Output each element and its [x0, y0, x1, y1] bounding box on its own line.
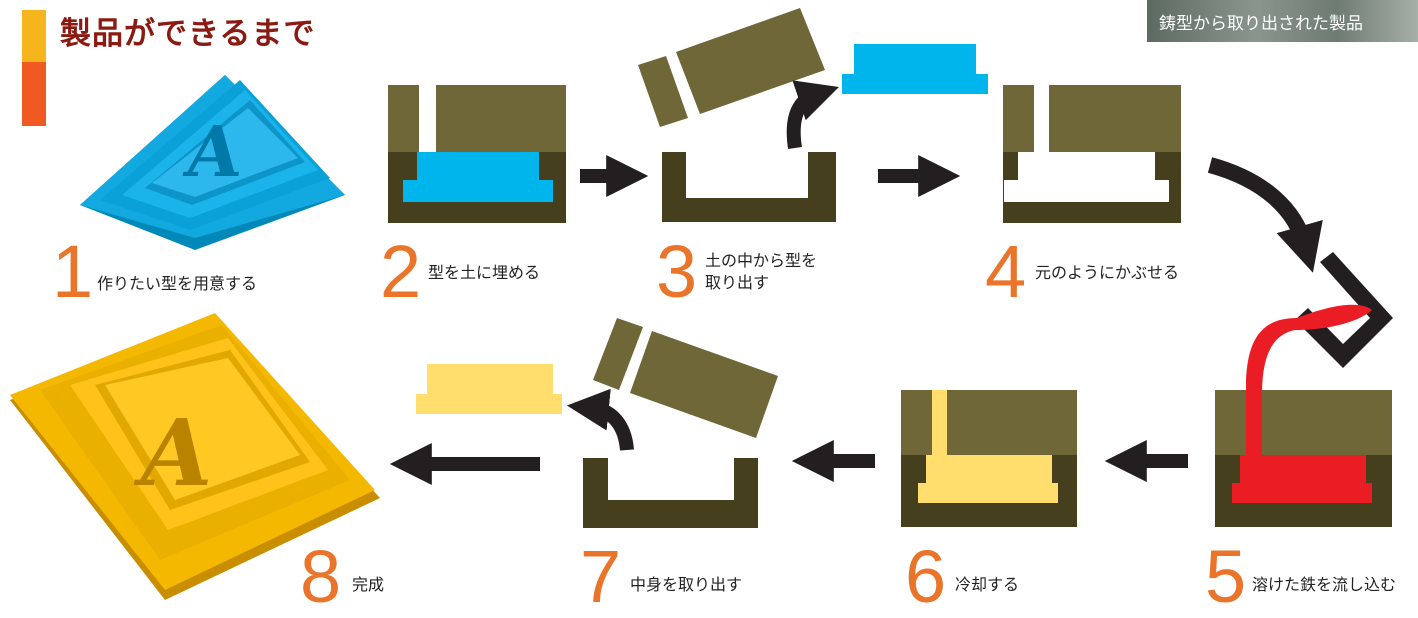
step7-open-mold	[566, 318, 778, 528]
title-accent-bar-orange	[22, 62, 46, 126]
step7-removed-product	[416, 364, 562, 414]
step8-yellow-product: A	[10, 313, 380, 600]
step-number-8: 8	[300, 535, 342, 618]
step-number-4: 4	[985, 230, 1027, 313]
step-label-4: 元のようにかぶせる	[1035, 263, 1180, 282]
step-label-5: 溶けた鉄を流し込む	[1252, 575, 1397, 594]
photo-caption: 鋳型から取り出された製品	[1159, 14, 1363, 34]
title-accent-bar-yellow	[22, 10, 46, 62]
step1-blue-pattern: A	[80, 75, 345, 250]
arrow-4-to-5	[1207, 157, 1323, 273]
step-number-3: 3	[656, 230, 698, 313]
step-label-6: 冷却する	[955, 575, 1020, 594]
step6-cooling-mold	[901, 390, 1077, 527]
step-label-1: 作りたい型を用意する	[97, 274, 258, 293]
page-title: 製品ができるまで	[60, 16, 316, 52]
step5-pouring	[1215, 252, 1393, 527]
product-photo-thumbnail[interactable]	[1147, 0, 1418, 42]
step-number-5: 5	[1205, 535, 1247, 618]
step2-mold-with-pattern	[388, 85, 566, 223]
step3-lifted-lid	[638, 8, 839, 222]
step-number-7: 7	[580, 535, 622, 618]
step-label-7: 中身を取り出す	[630, 575, 743, 594]
step-label-2: 型を土に埋める	[428, 263, 541, 282]
step-number-2: 2	[380, 230, 422, 313]
step3-removed-pattern	[842, 44, 988, 94]
step4-reassembled-mold	[1003, 85, 1181, 223]
step-label-3-line1: 土の中から型を	[705, 251, 818, 270]
step-label-8: 完成	[352, 575, 385, 594]
step-number-1: 1	[52, 230, 94, 313]
step-number-6: 6	[905, 535, 947, 618]
step-label-3-line2: 取り出す	[705, 273, 770, 292]
step1-letter-a: A	[180, 110, 248, 193]
